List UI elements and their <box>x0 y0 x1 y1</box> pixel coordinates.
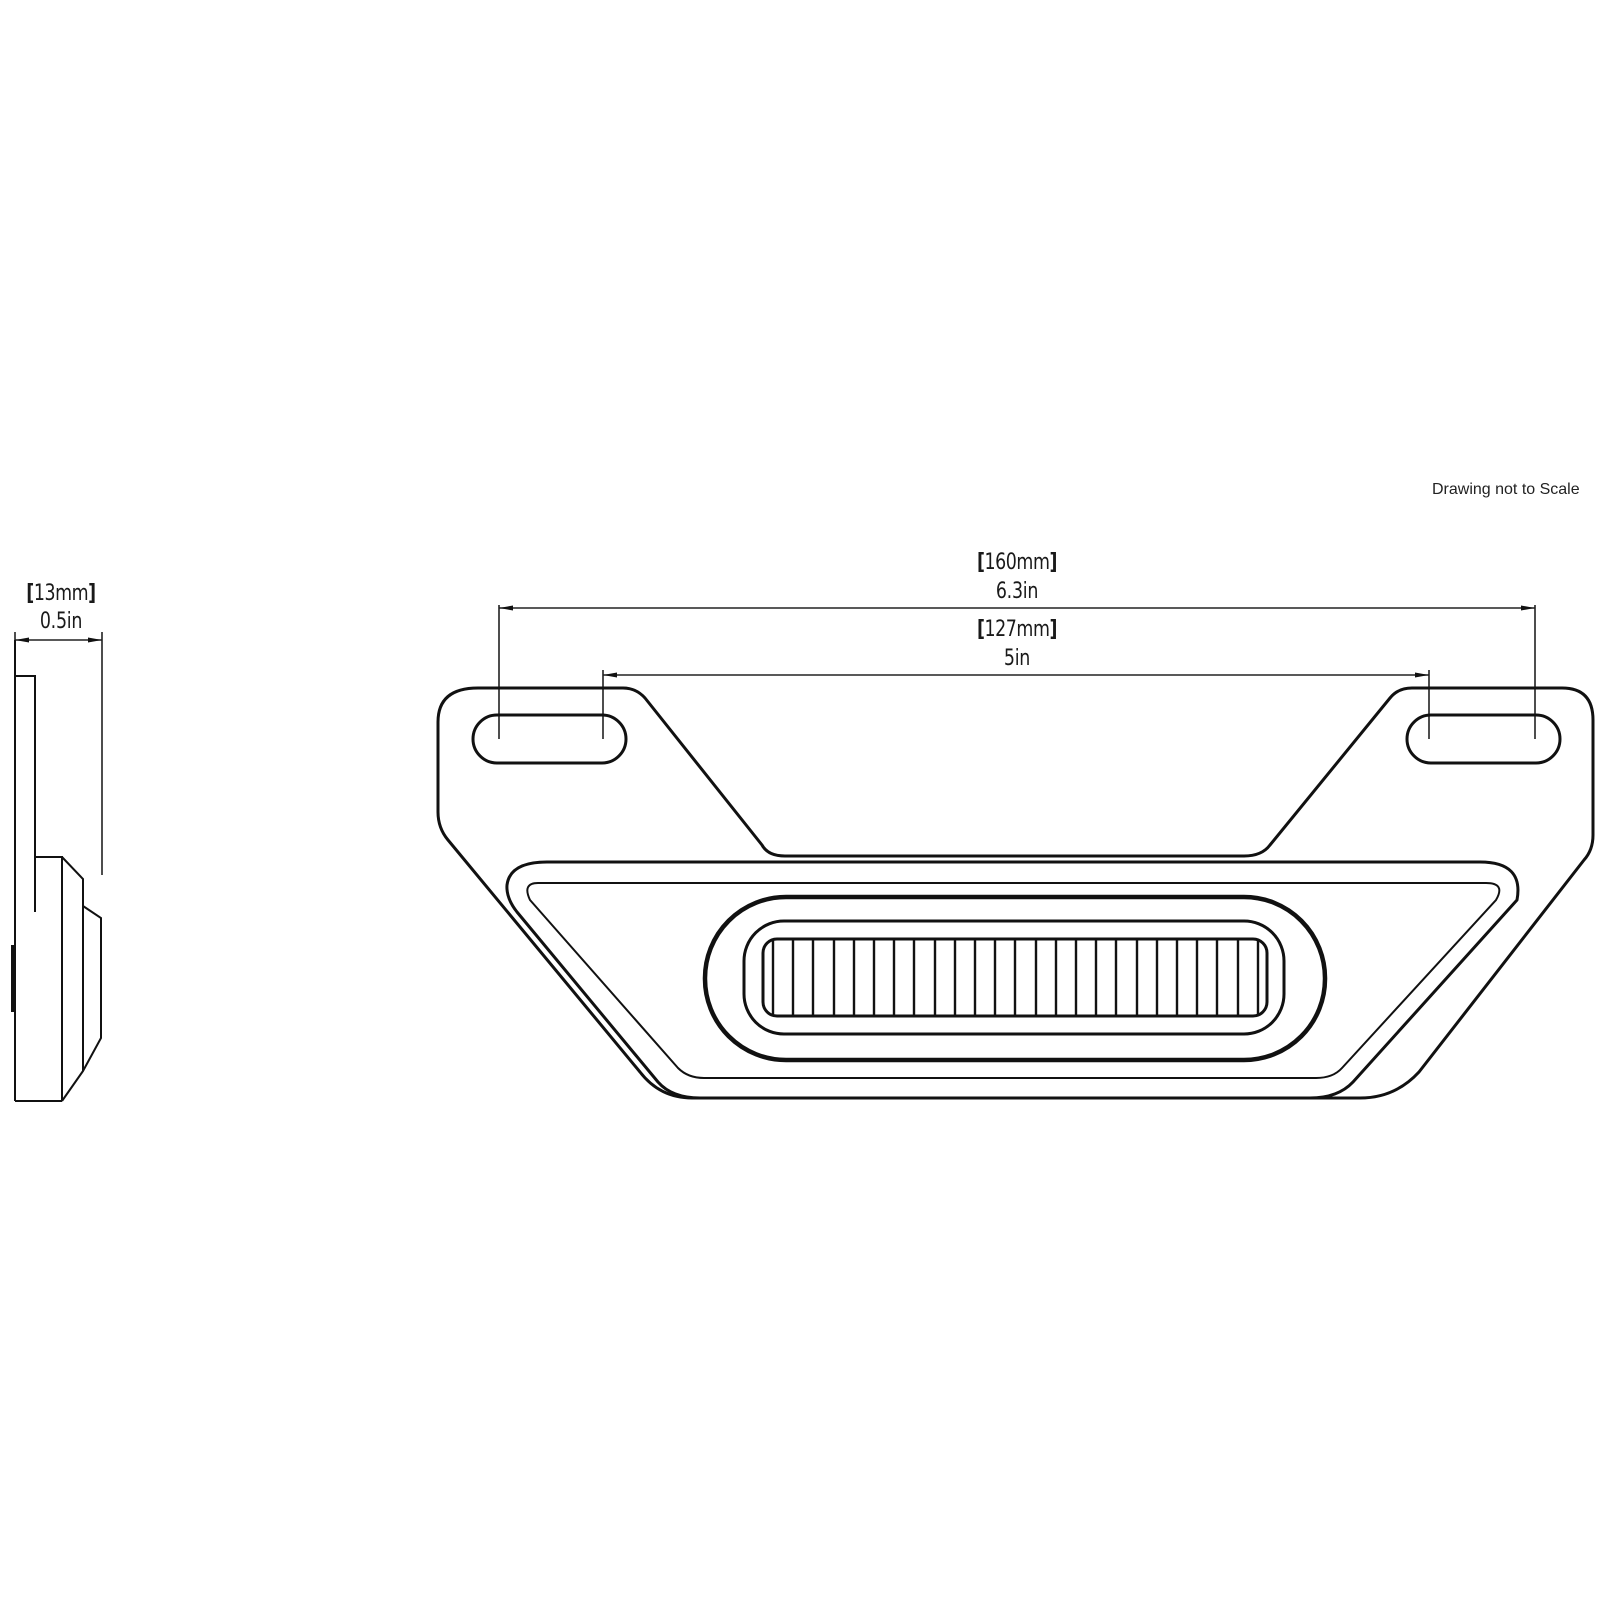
front-dimensions <box>498 605 1536 739</box>
side-dimension-in: 0.5in <box>39 609 83 634</box>
mount-spacing-mm: [127mm] <box>958 619 1076 641</box>
bracket-close: ] <box>88 581 96 606</box>
bracket-open: [ <box>26 581 34 606</box>
housing-inner <box>526 882 1501 1079</box>
lens-bezel <box>702 894 1328 1063</box>
bracket-close: ] <box>1049 550 1058 575</box>
bracket-outline <box>436 686 1595 1100</box>
side-profile <box>11 640 102 1102</box>
side-view <box>11 632 103 1102</box>
lens-ribs <box>771 939 1260 1016</box>
housing-outer <box>505 860 1520 1100</box>
side-connector <box>11 945 15 1012</box>
mount-spacing-in: 5in <box>1003 646 1031 671</box>
mount-slot-right <box>1405 713 1562 765</box>
not-to-scale-note: Drawing not to Scale <box>1432 481 1580 498</box>
side-dimension-mm: [13mm] <box>20 583 103 605</box>
lens-surround <box>742 919 1286 1036</box>
overall-width-mm-value: 160mm <box>984 550 1050 575</box>
bracket-close: ] <box>1049 617 1058 642</box>
mount-slot-left <box>471 713 628 765</box>
side-dimension-mm-value: 13mm <box>33 581 89 606</box>
front-view <box>436 605 1595 1100</box>
bracket-open: [ <box>976 550 985 575</box>
overall-width-in: 6.3in <box>995 579 1039 604</box>
overall-width-mm: [160mm] <box>958 552 1076 574</box>
mount-spacing-mm-value: 127mm <box>984 617 1050 642</box>
bracket-open: [ <box>976 617 985 642</box>
